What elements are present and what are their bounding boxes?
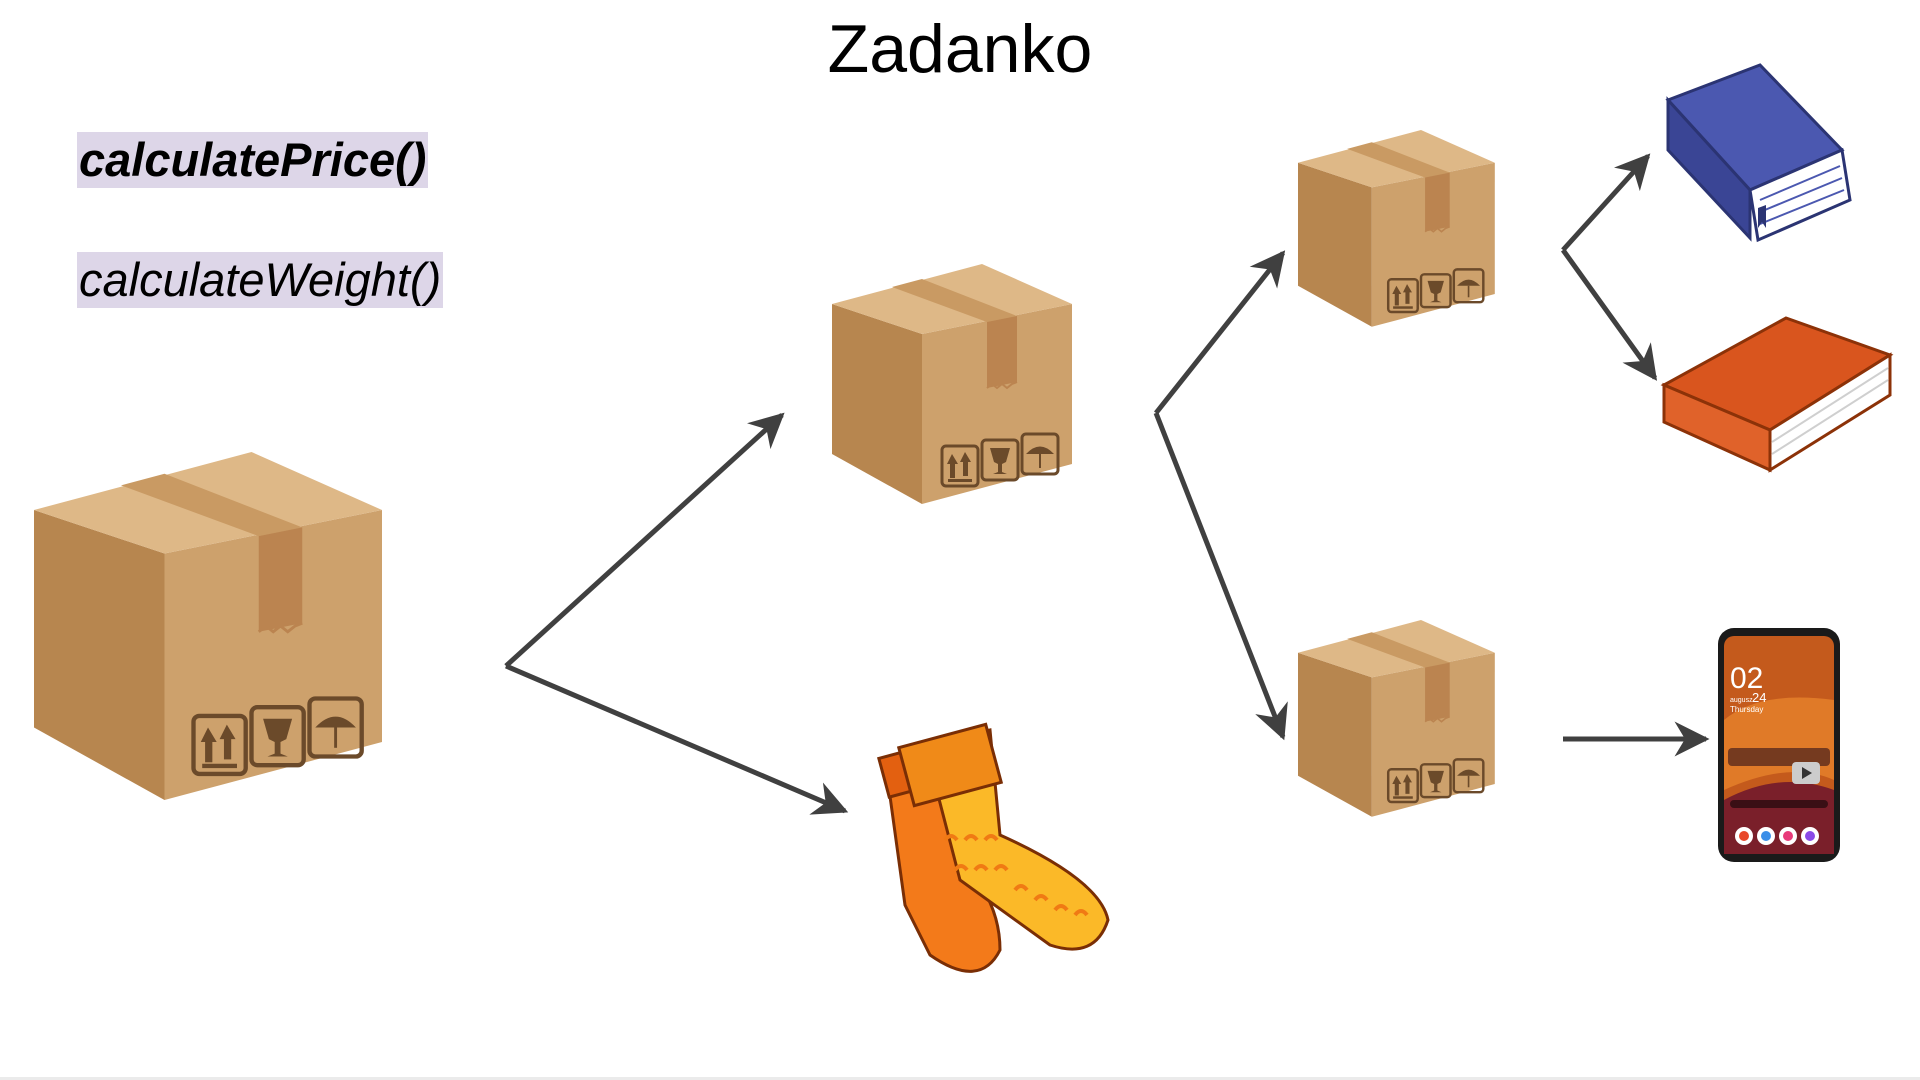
book-icon-blue bbox=[1665, 63, 1852, 243]
slide-bottom-border bbox=[0, 1077, 1920, 1080]
arrow-root-to-box bbox=[504, 412, 785, 668]
phone-day: 24 bbox=[1752, 690, 1766, 705]
box-level-3-bottom bbox=[1296, 618, 1497, 819]
book-icon-orange bbox=[1660, 316, 1894, 473]
socks-icon bbox=[877, 722, 1110, 973]
arrows bbox=[504, 153, 1710, 815]
smartphone-icon: 02 augusz 24 Thursday bbox=[1718, 628, 1840, 862]
box-root bbox=[34, 452, 382, 800]
slide-title: Zadanko bbox=[827, 11, 1093, 87]
arrow-root-to-socks bbox=[505, 663, 849, 815]
box-level-3-top bbox=[1296, 128, 1497, 329]
box-level-2 bbox=[830, 262, 1074, 506]
method-calculate-weight: calculateWeight() bbox=[77, 252, 444, 308]
method-calculate-price: calculatePrice() bbox=[77, 132, 429, 188]
arrow-box-top-to-blue-book bbox=[1561, 153, 1651, 252]
phone-month: augusz bbox=[1730, 697, 1753, 704]
arrow-box-to-box-top bbox=[1154, 250, 1286, 415]
arrow-box-top-to-orange-book bbox=[1560, 248, 1658, 381]
phone-time: 02 bbox=[1730, 662, 1763, 695]
phone-weekday: Thursday bbox=[1730, 705, 1763, 714]
arrow-box-to-box-bottom bbox=[1153, 412, 1288, 741]
